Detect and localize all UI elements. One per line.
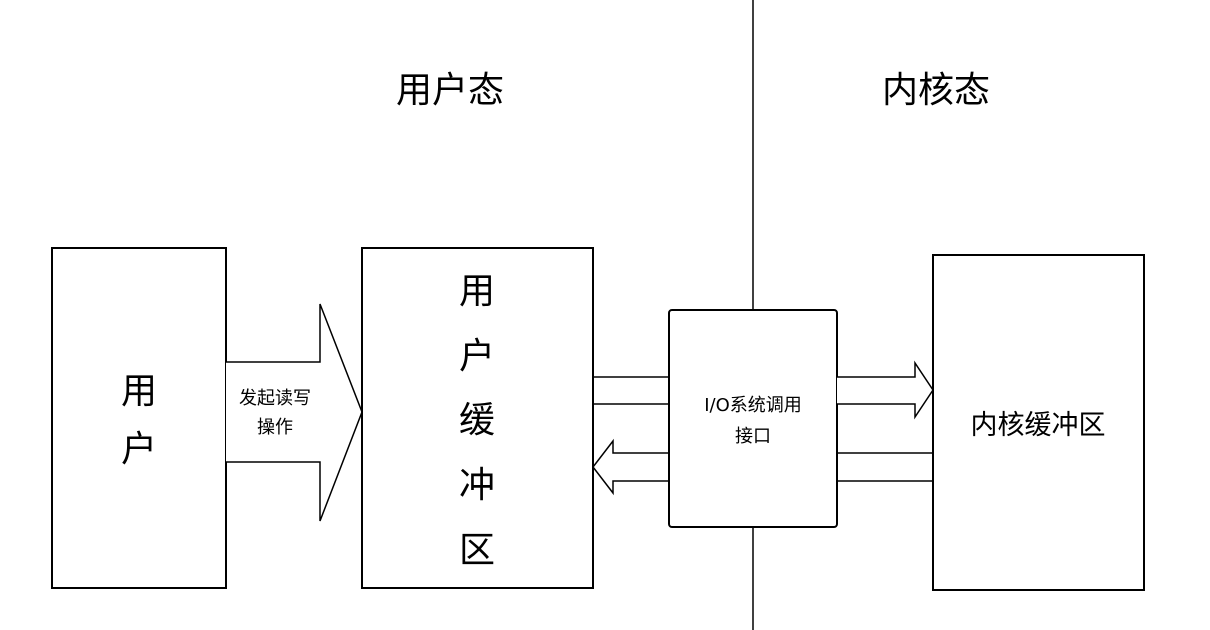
user-box <box>51 247 227 589</box>
user-buffer-label-3: 缓 <box>459 400 495 441</box>
user-label-1: 用 <box>121 371 157 412</box>
read-write-arrow-shape <box>226 303 363 522</box>
user-buffer-node: 用 户 缓 冲 区 <box>361 247 594 589</box>
io-interface-label-2: 接口 <box>735 426 771 447</box>
user-buffer-label-1: 用 <box>459 271 495 312</box>
user-label-2: 户 <box>121 429 157 470</box>
kernel-buffer-label: 内核缓冲区 <box>971 410 1106 441</box>
kernel-buffer-node: 内核缓冲区 <box>932 254 1145 591</box>
io-interface-node: I/O系统调用 接口 <box>668 309 838 528</box>
kernel-buffer-box <box>932 254 1145 591</box>
read-write-arrow-label-1: 发起读写 <box>239 388 311 409</box>
buffer-to-io-connector <box>593 376 669 405</box>
user-node: 用 户 <box>51 247 227 589</box>
io-to-kernel-arrow <box>837 360 934 420</box>
io-to-buffer-arrow <box>592 438 669 496</box>
user-mode-title: 用户态 <box>396 70 504 111</box>
read-write-arrow-label-2: 操作 <box>257 417 293 438</box>
io-interface-box <box>668 309 838 528</box>
user-buffer-label-2: 户 <box>459 336 495 377</box>
kernel-mode-title: 内核态 <box>882 70 990 111</box>
user-buffer-box <box>361 247 594 589</box>
read-write-arrow: 发起读写 操作 <box>226 303 363 522</box>
kernel-to-io-connector <box>837 452 933 482</box>
user-buffer-label-5: 区 <box>459 530 495 571</box>
io-interface-label-1: I/O系统调用 <box>704 395 802 416</box>
user-buffer-label-4: 冲 <box>459 465 495 506</box>
